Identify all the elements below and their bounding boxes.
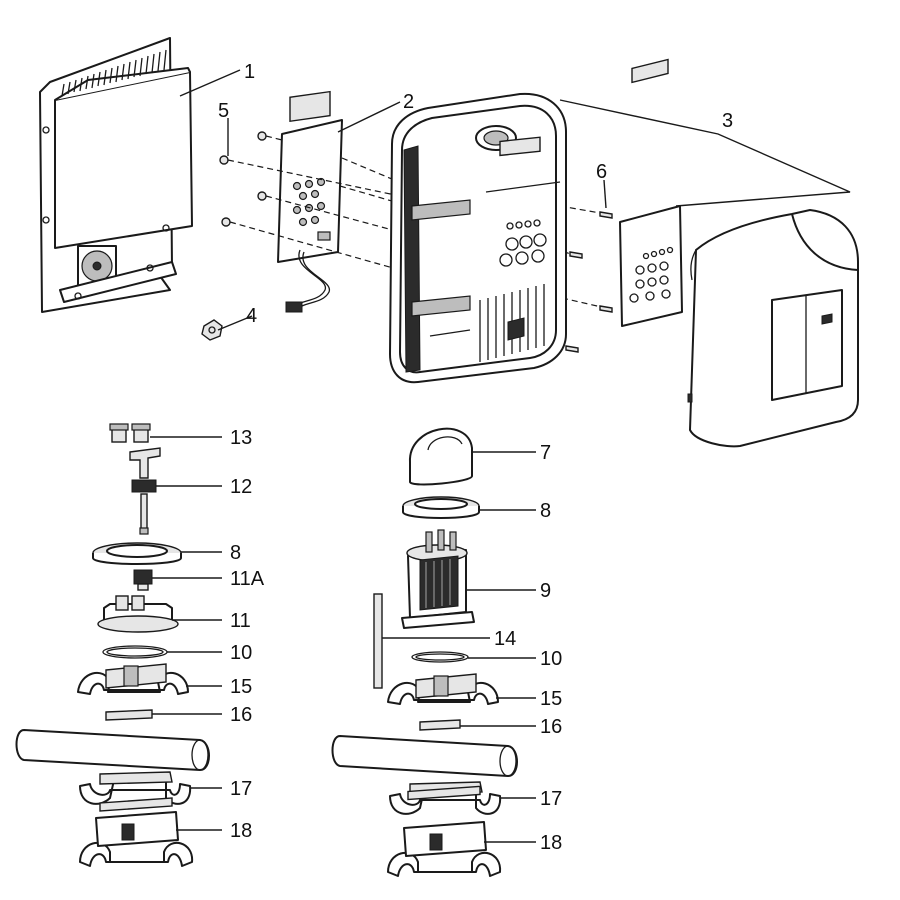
callout-5: 5	[218, 100, 229, 122]
callout-2: 2	[403, 91, 414, 113]
callout-13: 13	[230, 427, 252, 449]
callout-6: 6	[596, 161, 607, 183]
part-9-cell	[401, 529, 475, 629]
keypad-overlay-label	[619, 58, 683, 327]
callout-17-left: 17	[230, 778, 252, 800]
pipe-left	[15, 729, 210, 771]
callout-7: 7	[540, 442, 551, 464]
part-16-pad-right	[419, 719, 461, 731]
part-1-mount-bracket	[59, 261, 177, 303]
callout-10-left: 10	[230, 642, 252, 664]
part-4-nut	[201, 319, 223, 341]
part-12-probe	[129, 447, 161, 535]
callout-18-right: 18	[540, 832, 562, 854]
part-2-circuit-board	[277, 90, 343, 313]
callout-3: 3	[722, 110, 733, 132]
part-3-display-window	[499, 136, 541, 157]
part-10-o-ring-right	[411, 651, 469, 663]
part-1-power-supply	[39, 37, 193, 313]
callout-labels: 1 2 3 4 5 6 7 8 9 14 10 15 16 17 18 13 1…	[218, 61, 733, 854]
callout-18-left: 18	[230, 820, 252, 842]
right-cell-assembly	[331, 427, 518, 877]
part-3-keypad	[499, 219, 547, 267]
part-8-ring-nut-right	[402, 496, 480, 519]
part-2-display	[289, 90, 331, 123]
callout-11: 11	[230, 610, 251, 632]
part-17-clamp-right	[389, 781, 502, 815]
front-cover-window	[771, 289, 843, 401]
part-3-main-housing	[389, 92, 567, 384]
part-3-bracket-top	[411, 199, 471, 221]
part-1-vent-fins	[61, 49, 167, 97]
callout-4: 4	[246, 305, 257, 327]
part-11-cell-cap	[97, 595, 179, 633]
callout-14: 14	[494, 628, 516, 650]
callout-11a: 11A	[230, 568, 265, 590]
part-3-bracket-bottom	[411, 295, 471, 317]
part-14-rod	[373, 593, 383, 689]
part-6-screws	[565, 211, 613, 353]
pipe-right	[331, 735, 518, 777]
callout-8-left: 8	[230, 542, 241, 564]
callout-16-right: 16	[540, 716, 562, 738]
callout-17-right: 17	[540, 788, 562, 810]
callout-10-right: 10	[540, 648, 562, 670]
part-2-connector	[285, 301, 303, 313]
part-7-cap	[408, 427, 473, 486]
part-18-clamp-base-right	[387, 785, 502, 877]
part-13-caps	[109, 423, 151, 443]
part-2-buttons	[292, 177, 326, 227]
callout-12: 12	[230, 476, 252, 498]
part-11a-fitting	[133, 569, 153, 591]
leader-lines	[150, 69, 851, 843]
part-17-clamp-left	[79, 771, 192, 805]
left-cell-assembly	[15, 423, 210, 867]
front-cover	[687, 209, 859, 448]
callout-15-left: 15	[230, 676, 252, 698]
callout-1: 1	[244, 61, 255, 83]
part-18-clamp-base-left	[79, 797, 194, 867]
keypad-overlay-buttons	[629, 246, 674, 303]
part-15-saddle-left	[77, 663, 189, 695]
callout-16-left: 16	[230, 704, 252, 726]
part-15-saddle-right	[387, 673, 499, 705]
part-8-ring-nut-left	[92, 542, 182, 565]
part-5-screws	[219, 131, 267, 227]
part-2-ribbon-cable	[297, 249, 326, 305]
callout-15-right: 15	[540, 688, 562, 710]
part-16-pad-left	[105, 709, 153, 721]
callout-8-right: 8	[540, 500, 551, 522]
callout-9: 9	[540, 580, 551, 602]
